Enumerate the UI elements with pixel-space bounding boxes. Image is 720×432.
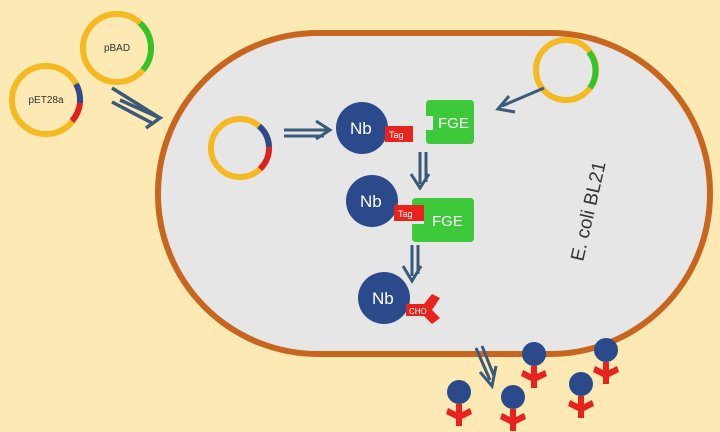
secreted-nb-cho	[446, 380, 472, 426]
secreted-nb-cho	[593, 338, 619, 384]
tag-label-1: Tag	[389, 130, 404, 140]
complex-nb-tag-fge: Nb Tag FGE	[346, 175, 474, 242]
arrow-entry	[111, 86, 164, 130]
secreted-nanobodies	[446, 338, 619, 431]
nanobody-2	[346, 175, 398, 227]
cho-group	[406, 294, 440, 324]
secreted-nanobody	[501, 385, 525, 409]
tag-1	[385, 126, 413, 142]
tag-label-2: Tag	[398, 209, 413, 219]
secreted-nb-cho	[521, 342, 547, 388]
plasmid-pbad: pBAD	[80, 11, 155, 85]
secreted-cho-group	[446, 404, 472, 426]
secreted-nanobody	[447, 380, 471, 404]
arrow-plasmid-to-nb	[284, 119, 333, 141]
nanobody-1	[336, 102, 388, 154]
secreted-nanobody	[569, 372, 593, 396]
complex-nb-tag-1: Nb Tag	[336, 102, 413, 154]
secreted-nb-cho	[568, 372, 594, 418]
secreted-nanobody	[522, 342, 546, 366]
plasmid-inside-pbad	[533, 37, 599, 103]
secreted-cho-group	[521, 366, 547, 388]
cho-label: CHO	[409, 307, 427, 316]
fge-label-2: FGE	[432, 213, 463, 230]
plasmid-pet28a: pET28a	[9, 63, 84, 137]
pet28a-label: pET28a	[28, 95, 63, 106]
arrow-secretion	[474, 345, 498, 390]
fge-label-1: FGE	[438, 115, 469, 132]
nb-cho-product: Nb CHO	[358, 272, 440, 324]
fge-enzyme-2	[412, 198, 474, 242]
fge-enzyme-1: FGE	[426, 100, 474, 144]
plasmid-inside-pet28a	[208, 116, 272, 180]
secreted-cho-group	[568, 396, 594, 418]
tag-2	[394, 205, 424, 221]
ecoli-cell	[155, 30, 713, 357]
nb-label-1: Nb	[350, 119, 372, 138]
nanobody-3	[358, 272, 410, 324]
arrow-step-1	[409, 152, 431, 191]
secreted-nb-cho	[500, 385, 526, 431]
secreted-nanobody	[594, 338, 618, 362]
nb-label-2: Nb	[360, 192, 382, 211]
secreted-cho-group	[593, 362, 619, 384]
arrow-step-2	[401, 245, 423, 284]
arrow-plasmid-to-fge	[495, 86, 545, 114]
nb-label-3: Nb	[372, 289, 394, 308]
pbad-label: pBAD	[104, 43, 130, 54]
secreted-cho-group	[500, 409, 526, 431]
